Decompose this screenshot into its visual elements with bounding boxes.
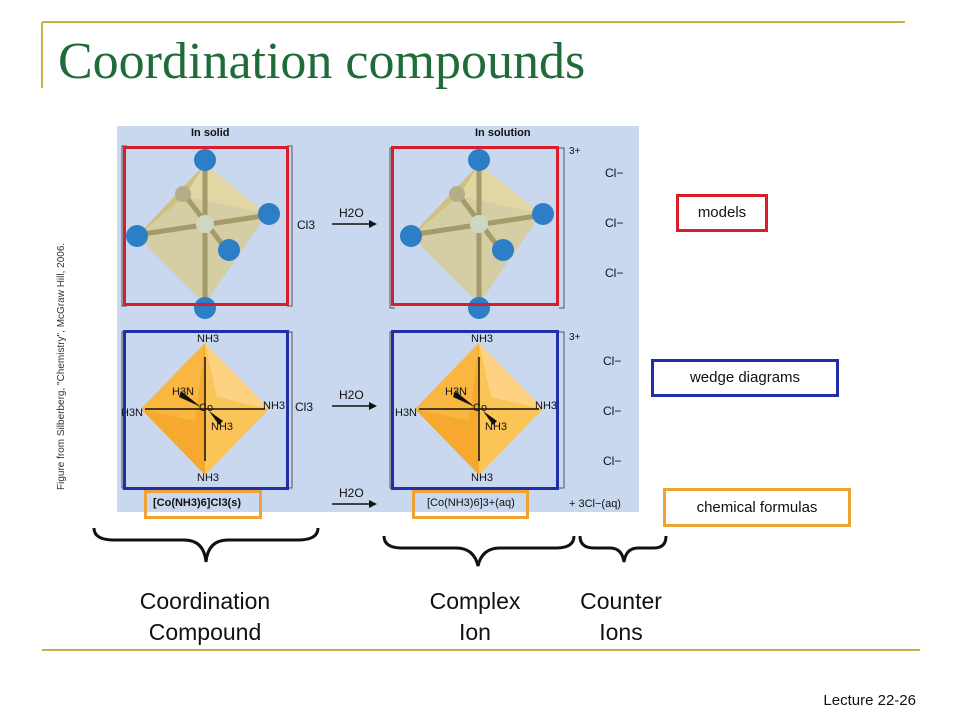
- nh3-inner-left: NH3: [211, 421, 234, 433]
- chemical-formulas-callout: chemical formulas: [663, 488, 851, 527]
- h2o-label-bottom: H2O: [339, 388, 364, 402]
- nh3-inner-right: NH3: [485, 421, 508, 433]
- h3n-inner-left: H3N: [172, 386, 195, 398]
- slide-title: Coordination compounds: [58, 33, 586, 90]
- nh3-bottom-right: NH3: [471, 472, 494, 484]
- h2o-label-top: H2O: [339, 206, 364, 220]
- h3n-right: H3N: [395, 407, 418, 419]
- complex-label-line1: Complex: [429, 588, 521, 614]
- h2o-label-formula: H2O: [339, 486, 364, 500]
- chloride-ion-bottom-1: Cl−: [603, 354, 622, 368]
- nh3-right-right: NH3: [535, 400, 558, 412]
- formula-complex-ion: [Co(NH3)6]3+(aq): [427, 497, 515, 509]
- h3n-inner-right: H3N: [445, 386, 468, 398]
- brace-complex-ion: [382, 535, 576, 567]
- models-callout: models: [676, 194, 768, 232]
- wedge-diagrams-callout: wedge diagrams: [651, 359, 839, 397]
- nh3-right-left: NH3: [263, 400, 286, 412]
- wedge-diagram-solution: [415, 343, 543, 475]
- complex-ion-label: Complex Ion: [405, 586, 545, 648]
- octahedron-model-solid: [126, 149, 280, 319]
- formula-highlight-solid: [144, 490, 262, 519]
- octahedron-model-solution: [400, 149, 554, 319]
- reaction-arrows: [332, 220, 377, 508]
- chloride-ion-bottom-2: Cl−: [603, 404, 622, 418]
- nh3-top-left: NH3: [197, 333, 220, 345]
- complex-label-line2: Ion: [459, 619, 491, 645]
- brace-counter-ions: [578, 535, 668, 563]
- chloride-ion-top-1: Cl−: [605, 166, 624, 180]
- h3n-left: H3N: [121, 407, 144, 419]
- models-highlight-solution: [391, 146, 559, 306]
- charge-label-top: 3+: [569, 146, 581, 157]
- wedge-diagram-solid: [141, 343, 269, 475]
- formula-highlight-solution: [412, 490, 529, 519]
- models-highlight-solid: [123, 146, 289, 306]
- lecture-footer: Lecture 22-26: [823, 692, 916, 709]
- counter-label-line2: Ions: [599, 619, 643, 645]
- nh3-top-right: NH3: [471, 333, 494, 345]
- nh3-bottom-left: NH3: [197, 472, 220, 484]
- coordination-compound-label: Coordination Compound: [110, 586, 300, 648]
- counter-ions-label: Counter Ions: [556, 586, 686, 648]
- textbook-figure: In solid In solution Cl3 H2O 3+ Cl− Cl− …: [117, 126, 639, 512]
- chloride-ion-top-2: Cl−: [605, 216, 624, 230]
- cl3-label-top: Cl3: [297, 218, 316, 232]
- formula-counter-ions: + 3Cl−(aq): [569, 498, 621, 510]
- counter-label-line1: Counter: [580, 588, 662, 614]
- figure-artwork: [121, 145, 565, 508]
- coordination-label-line2: Compound: [148, 619, 262, 645]
- wedge-highlight-solid: [123, 330, 289, 490]
- brace-coordination-compound: [92, 527, 320, 563]
- formula-solid: [Co(NH3)6]Cl3(s): [153, 497, 241, 509]
- chloride-ion-bottom-3: Cl−: [603, 454, 622, 468]
- cl3-label-bottom: Cl3: [295, 400, 314, 414]
- header-in-solution: In solution: [475, 127, 531, 139]
- co-left: Co: [199, 402, 214, 414]
- wedge-highlight-solution: [391, 330, 559, 490]
- coordination-label-line1: Coordination: [139, 588, 271, 614]
- chloride-ion-top-3: Cl−: [605, 266, 624, 280]
- co-right: Co: [473, 402, 488, 414]
- header-in-solid: In solid: [191, 127, 230, 139]
- charge-label-bottom: 3+: [569, 332, 581, 343]
